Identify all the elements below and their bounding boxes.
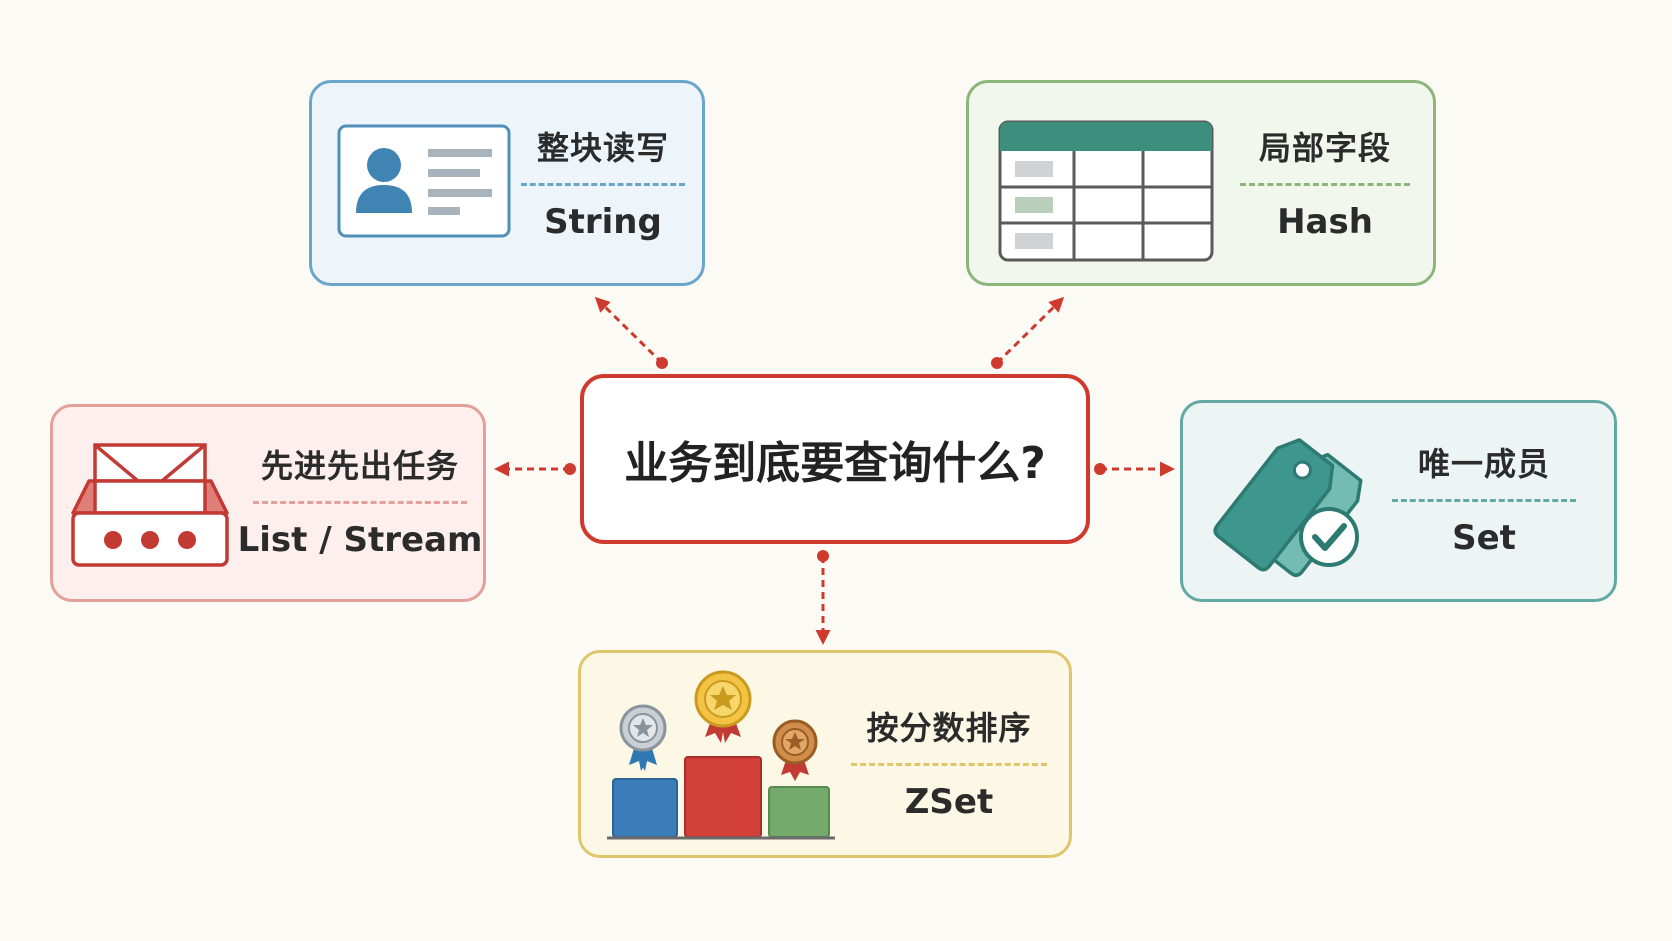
card-string-text: 整块读写 String [520,123,686,242]
arrow-to-zset [815,550,831,645]
scenario-label: 唯一成员 [1417,445,1550,483]
card-zset: 按分数排序 ZSet [578,650,1072,858]
card-set: 唯一成员 Set [1180,400,1617,602]
card-hash-text: 局部字段 Hash [1237,123,1413,242]
card-list-stream: 先进先出任务 List / Stream [50,404,486,602]
arrow-to-string [594,296,668,369]
card-list-stream-text: 先进先出任务 List / Stream [238,441,483,560]
card-set-text: 唯一成员 Set [1391,439,1577,558]
podium-medals-icon [605,667,837,849]
scenario-label: 局部字段 [1258,129,1391,167]
tag-check-icon [1207,427,1375,589]
arrow-to-list [494,461,576,477]
mail-inbox-icon [69,441,231,573]
divider [521,183,685,186]
arrow-to-set [1094,461,1175,477]
divider [851,763,1047,766]
center-question-box: 业务到底要查询什么? [580,374,1090,544]
scenario-label: 按分数排序 [866,709,1032,747]
data-type-label: List / Stream [237,520,483,560]
card-zset-text: 按分数排序 ZSet [849,703,1049,822]
card-hash: 局部字段 Hash [966,80,1436,286]
divider [1392,499,1576,502]
divider [1240,183,1410,186]
data-type-label: Hash [1277,202,1373,242]
divider [253,501,467,504]
arrow-to-hash [991,296,1065,369]
table-icon [997,119,1215,267]
data-type-label: Set [1452,518,1516,558]
data-type-label: ZSet [904,782,994,822]
scenario-label: 先进先出任务 [260,447,459,485]
scenario-label: 整块读写 [536,129,669,167]
center-question: 业务到底要查询什么? [624,438,1046,489]
data-type-label: String [544,202,662,242]
id-card-icon [336,123,512,245]
card-string: 整块读写 String [309,80,705,286]
